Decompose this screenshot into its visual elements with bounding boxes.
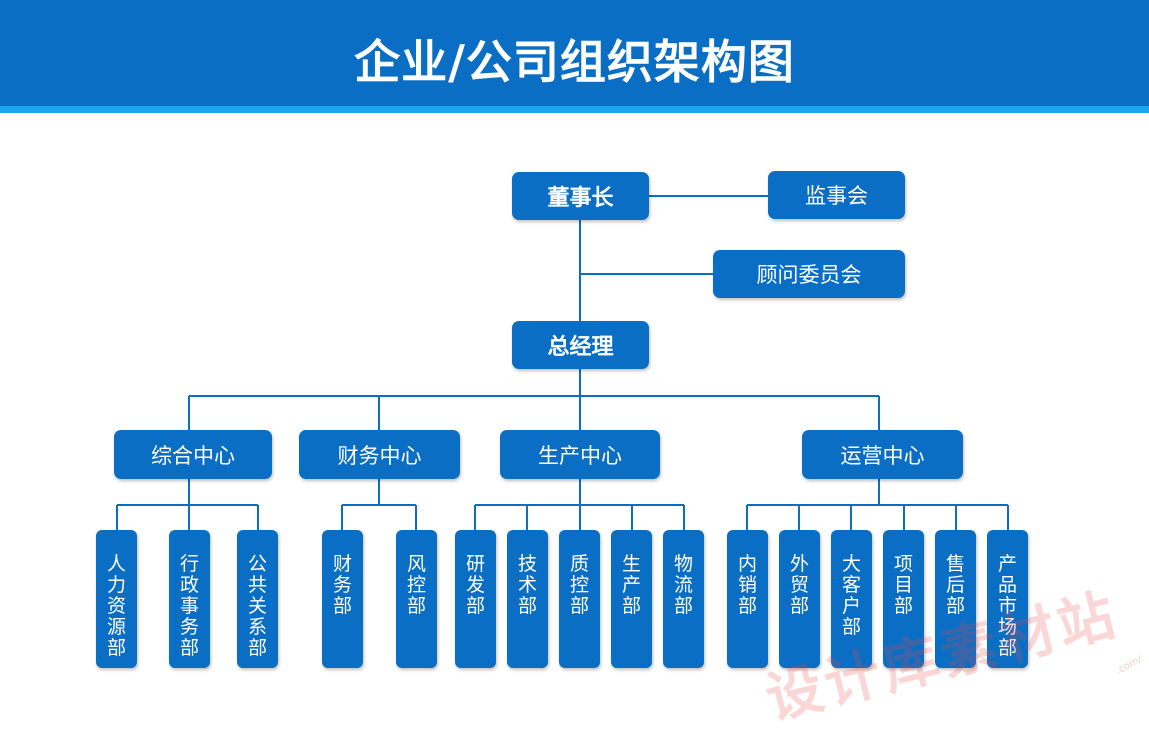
dept-label-char: 部 xyxy=(179,637,199,659)
dept-label-char: 部 xyxy=(569,595,589,617)
dept-label-char: 质 xyxy=(569,553,589,575)
dept-label-char: 部 xyxy=(465,595,485,617)
dept-label-char: 流 xyxy=(673,574,693,596)
dept-label-char: 控 xyxy=(406,574,426,596)
dept-label-char: 技 xyxy=(517,553,537,575)
dept-label-char: 后 xyxy=(945,574,965,596)
dept-label-char: 共 xyxy=(247,574,267,596)
dept-label-char: 品 xyxy=(997,574,1017,596)
dept-label-char: 控 xyxy=(569,574,589,596)
dept-label-char: 场 xyxy=(997,616,1017,638)
dept-label-char: 市 xyxy=(997,595,1017,617)
dept-administration: 行政事务部 xyxy=(169,530,210,668)
dept-label-char: 关 xyxy=(247,595,267,617)
dept-label-char: 客 xyxy=(841,574,861,596)
dept-risk-control: 风控部 xyxy=(396,530,437,668)
dept-label-char: 部 xyxy=(945,595,965,617)
dept-label-char: 销 xyxy=(737,574,757,596)
dept-label-char: 贸 xyxy=(789,574,809,596)
dept-label-char: 部 xyxy=(332,595,352,617)
dept-label-char: 部 xyxy=(106,637,126,659)
dept-human-resources: 人力资源部 xyxy=(96,530,137,668)
dept-label-char: 物 xyxy=(673,553,693,575)
dept-label-char: 务 xyxy=(179,616,199,638)
dept-label-char: 外 xyxy=(789,553,809,575)
dept-label-char: 产 xyxy=(997,553,1017,575)
dept-label-char: 系 xyxy=(247,616,267,638)
dept-product-marketing: 产品市场部 xyxy=(987,530,1028,668)
dept-label-char: 发 xyxy=(465,574,485,596)
dept-label-char: 项 xyxy=(893,553,913,575)
page-title: 企业/公司组织架构图 xyxy=(354,35,795,89)
dept-label-char: 公 xyxy=(247,553,267,575)
dept-logistics: 物流部 xyxy=(663,530,704,668)
dept-domestic-sales: 内销部 xyxy=(727,530,768,668)
node-center-operations: 运营中心 xyxy=(802,430,963,479)
node-center-finance: 财务中心 xyxy=(299,430,460,479)
dept-label-char: 生 xyxy=(621,553,641,575)
dept-label-char: 人 xyxy=(106,553,126,575)
dept-label-char: 部 xyxy=(737,595,757,617)
dept-label-char: 大 xyxy=(841,553,861,575)
node-supervisory-board: 监事会 xyxy=(768,171,905,219)
dept-label-char: 财 xyxy=(332,553,352,575)
header-stripe xyxy=(0,106,1149,113)
node-general-manager: 总经理 xyxy=(512,321,649,369)
dept-label-char: 部 xyxy=(621,595,641,617)
dept-quality-control: 质控部 xyxy=(559,530,600,668)
dept-label-char: 研 xyxy=(465,553,485,575)
dept-public-relations: 公共关系部 xyxy=(237,530,278,668)
dept-foreign-trade: 外贸部 xyxy=(779,530,820,668)
node-chairman: 董事长 xyxy=(512,172,649,220)
dept-label-char: 内 xyxy=(737,553,757,575)
dept-label-char: 部 xyxy=(893,595,913,617)
dept-label-char: 术 xyxy=(517,574,537,596)
dept-label-char: 政 xyxy=(179,574,199,596)
dept-label-char: 部 xyxy=(997,637,1017,659)
dept-label-char: 部 xyxy=(247,637,267,659)
dept-label-char: 风 xyxy=(406,553,426,575)
connector-lines xyxy=(116,195,1009,530)
node-advisory-committee: 顾问委员会 xyxy=(713,250,905,298)
dept-label-char: 部 xyxy=(406,595,426,617)
dept-production: 生产部 xyxy=(611,530,652,668)
dept-label-char: 务 xyxy=(332,574,352,596)
dept-finance: 财务部 xyxy=(322,530,363,668)
dept-label-char: 部 xyxy=(517,595,537,617)
dept-after-sales: 售后部 xyxy=(935,530,976,668)
dept-label-char: 户 xyxy=(841,595,861,617)
dept-label-char: 源 xyxy=(106,616,126,638)
dept-label-char: 部 xyxy=(673,595,693,617)
dept-projects: 项目部 xyxy=(883,530,924,668)
dept-label-char: 事 xyxy=(179,595,199,617)
dept-label-char: 力 xyxy=(106,574,126,596)
dept-label-char: 部 xyxy=(789,595,809,617)
dept-label-char: 目 xyxy=(893,574,913,596)
dept-label-char: 产 xyxy=(621,574,641,596)
node-center-production: 生产中心 xyxy=(500,430,660,479)
dept-label-char: 行 xyxy=(179,553,199,575)
dept-label-char: 部 xyxy=(841,616,861,638)
dept-technology: 技术部 xyxy=(507,530,548,668)
dept-key-accounts: 大客户部 xyxy=(831,530,872,668)
dept-label-char: 资 xyxy=(106,595,126,617)
dept-rnd: 研发部 xyxy=(455,530,496,668)
header-bar xyxy=(0,0,1149,106)
node-center-general: 综合中心 xyxy=(114,430,272,479)
dept-label-char: 售 xyxy=(945,553,965,575)
